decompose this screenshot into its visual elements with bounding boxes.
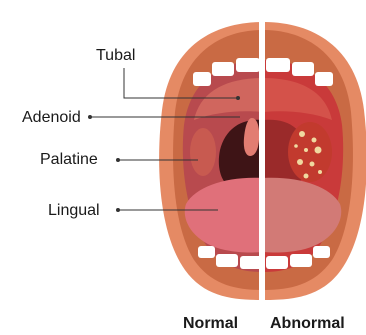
label-lingual: Lingual <box>48 202 100 219</box>
leader-palatine-start <box>116 158 120 162</box>
label-palatine: Palatine <box>40 151 98 168</box>
abnormal-mouth <box>263 22 366 300</box>
leader-lingual-start <box>116 208 120 212</box>
caption-normal: Normal <box>183 315 238 332</box>
normal-mouth <box>159 22 263 300</box>
inflamed-tonsil <box>288 122 332 182</box>
leader-adenoid-start <box>88 115 92 119</box>
label-adenoid: Adenoid <box>22 109 81 126</box>
caption-abnormal: Abnormal <box>270 315 345 332</box>
palatine-tonsil <box>190 128 216 176</box>
label-tubal: Tubal <box>96 47 135 64</box>
leader-tubal-dot <box>236 96 240 100</box>
divider <box>259 0 265 305</box>
